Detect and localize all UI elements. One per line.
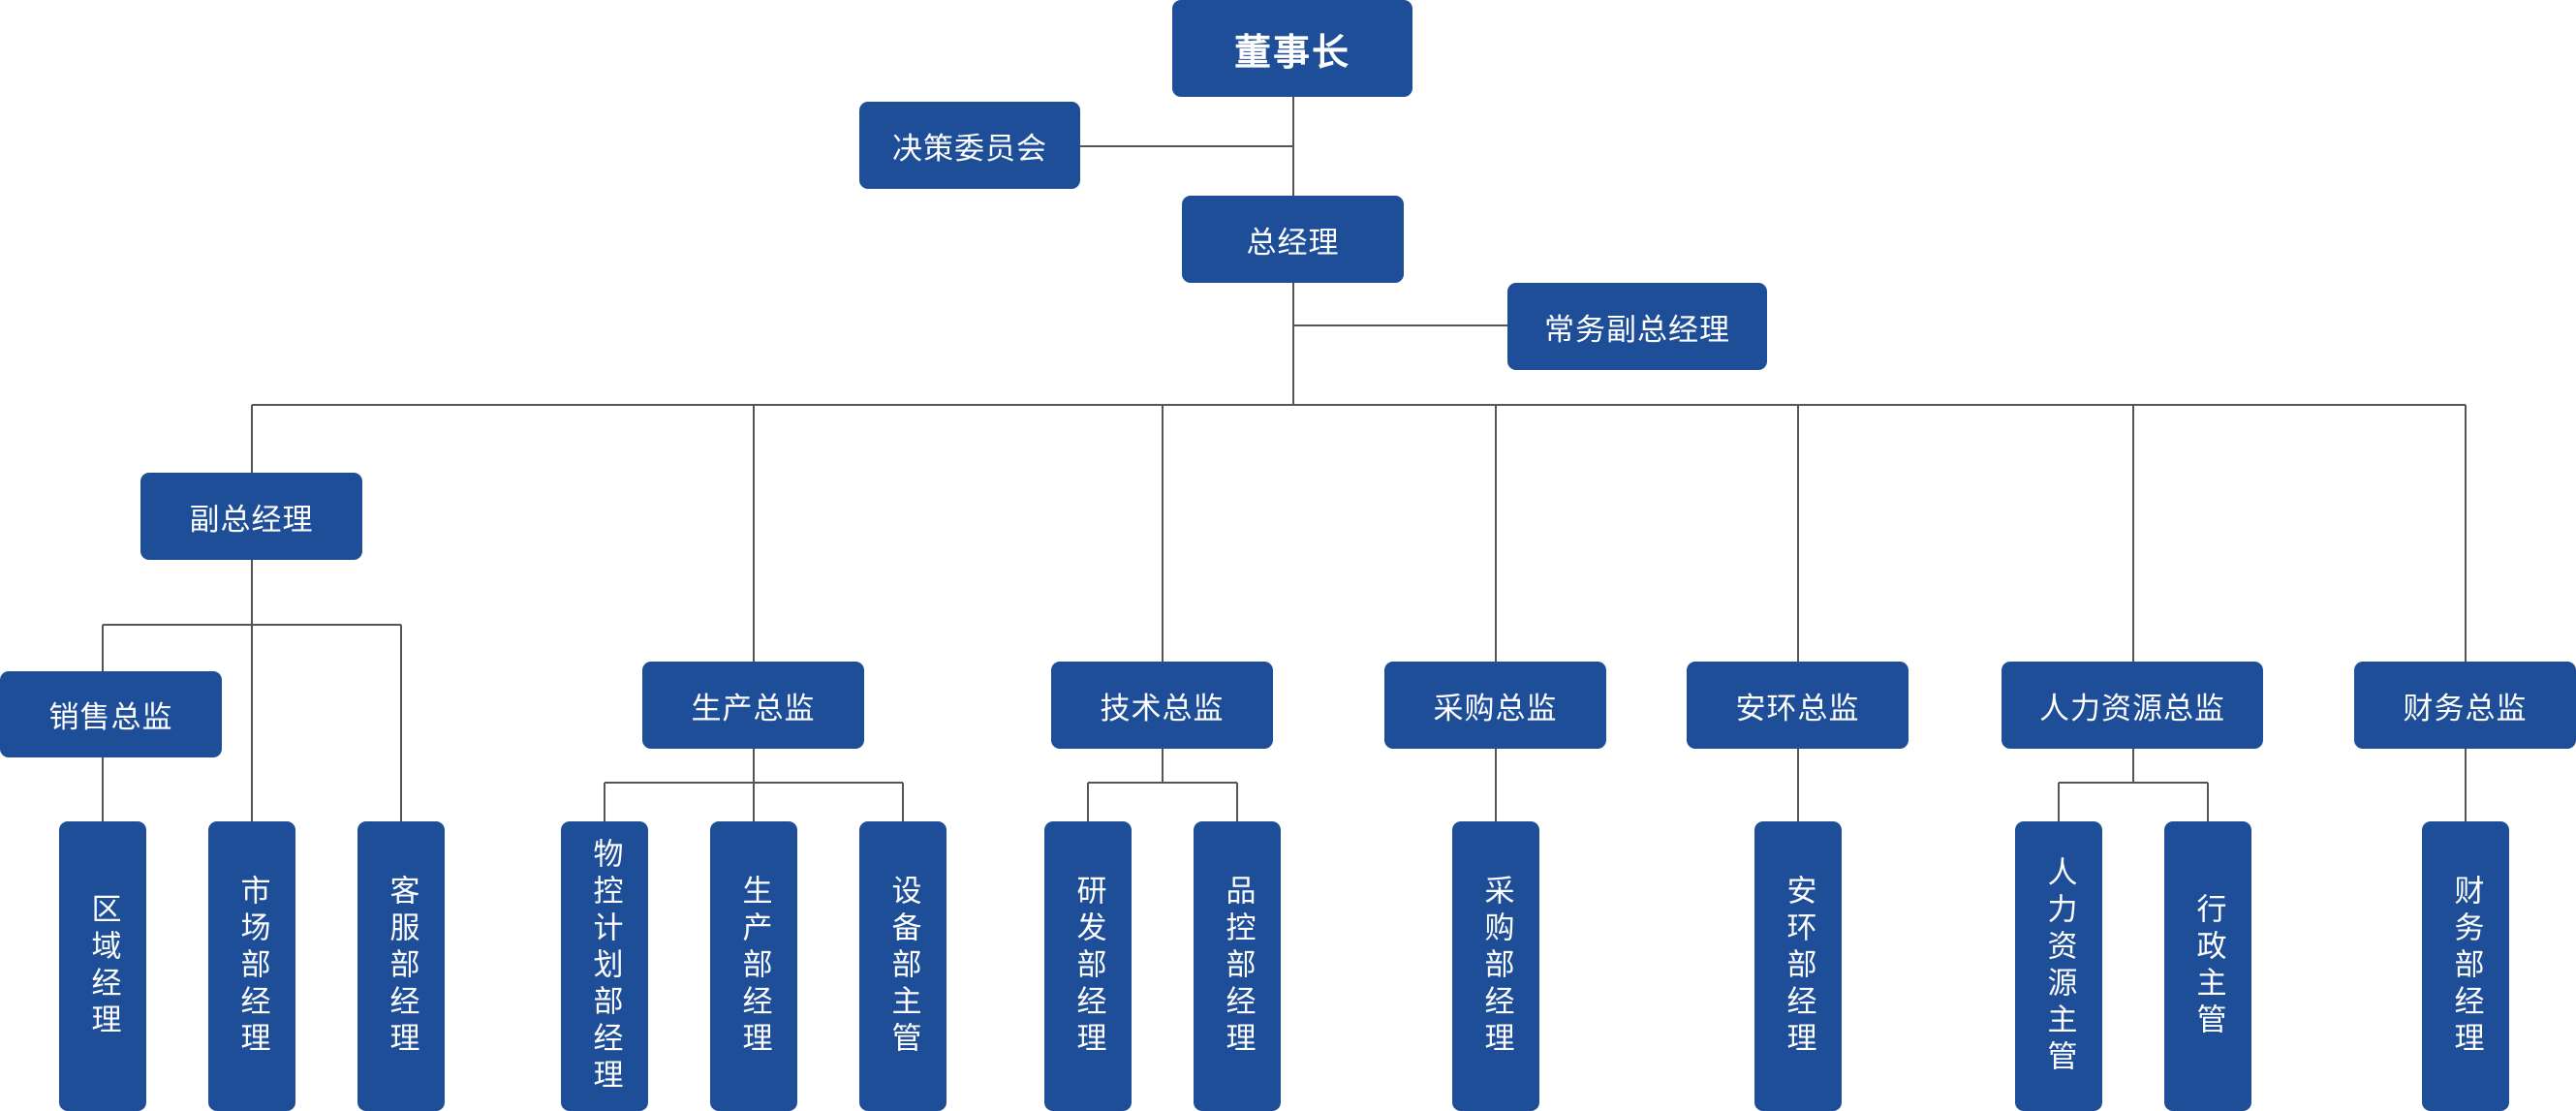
qc-manager-box: 品控部经理	[1194, 821, 1281, 1111]
ehs-director-box: 安环总监	[1687, 662, 1909, 749]
material-planning-manager-box: 物控计划部经理	[561, 821, 648, 1111]
hr-supervisor-box: 人力资源主管	[2015, 821, 2102, 1111]
purchasing-director-box: 采购总监	[1384, 662, 1606, 749]
finance-director-label: 财务总监	[2403, 691, 2528, 726]
decision-committee-label: 决策委员会	[892, 131, 1047, 167]
rd-manager-box: 研发部经理	[1044, 821, 1132, 1111]
admin-supervisor-box: 行政主管	[2164, 821, 2251, 1111]
rd-manager-label: 研发部经理	[1071, 874, 1106, 1059]
executive-vp-label: 常务副总经理	[1544, 312, 1730, 348]
technical-director-label: 技术总监	[1100, 691, 1225, 726]
purchasing-director-label: 采购总监	[1433, 691, 1558, 726]
general-manager-box: 总经理	[1182, 196, 1404, 283]
sales-director-box: 销售总监	[0, 671, 222, 757]
customer-service-manager-box: 客服部经理	[357, 821, 445, 1111]
finance-manager-label: 财务部经理	[2448, 874, 2484, 1059]
marketing-manager-box: 市场部经理	[208, 821, 295, 1111]
regional-manager-label: 区域经理	[85, 892, 121, 1040]
ehs-director-label: 安环总监	[1735, 691, 1860, 726]
customer-service-manager-label: 客服部经理	[384, 874, 419, 1059]
deputy-gm-label: 副总经理	[189, 502, 314, 538]
deputy-gm-box: 副总经理	[140, 473, 362, 560]
chairman-box: 董事长	[1172, 0, 1412, 97]
executive-vp-box: 常务副总经理	[1507, 283, 1767, 370]
hr-director-label: 人力资源总监	[2039, 691, 2225, 726]
production-director-box: 生产总监	[642, 662, 864, 749]
purchasing-manager-label: 采购部经理	[1478, 874, 1514, 1059]
production-manager-box: 生产部经理	[710, 821, 797, 1111]
decision-committee-box: 决策委员会	[859, 102, 1080, 189]
production-director-label: 生产总监	[691, 691, 816, 726]
general-manager-label: 总经理	[1246, 225, 1340, 261]
chairman-label: 董事长	[1233, 30, 1350, 74]
equipment-supervisor-box: 设备部主管	[859, 821, 947, 1111]
hr-supervisor-label: 人力资源主管	[2041, 855, 2077, 1077]
regional-manager-box: 区域经理	[59, 821, 146, 1111]
marketing-manager-label: 市场部经理	[234, 874, 270, 1059]
production-manager-label: 生产部经理	[736, 874, 772, 1059]
ehs-manager-label: 安环部经理	[1781, 874, 1816, 1059]
equipment-supervisor-label: 设备部主管	[885, 874, 921, 1059]
finance-manager-box: 财务部经理	[2422, 821, 2509, 1111]
qc-manager-label: 品控部经理	[1220, 874, 1256, 1059]
sales-director-label: 销售总监	[48, 700, 173, 735]
finance-director-box: 财务总监	[2354, 662, 2576, 749]
admin-supervisor-label: 行政主管	[2190, 892, 2226, 1040]
ehs-manager-box: 安环部经理	[1754, 821, 1842, 1111]
material-planning-manager-label: 物控计划部经理	[587, 837, 623, 1096]
technical-director-box: 技术总监	[1051, 662, 1273, 749]
hr-director-box: 人力资源总监	[2002, 662, 2263, 749]
purchasing-manager-box: 采购部经理	[1452, 821, 1539, 1111]
